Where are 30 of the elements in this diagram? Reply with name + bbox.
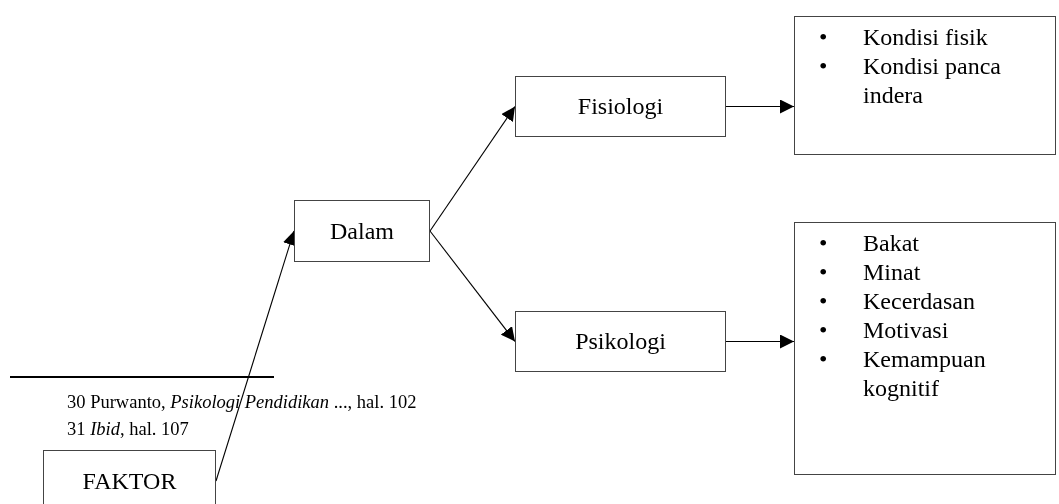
list-item: Kemampuan kognitif bbox=[863, 345, 987, 403]
bullet: • bbox=[819, 258, 829, 287]
process-box bbox=[515, 311, 726, 372]
process-box bbox=[515, 76, 726, 137]
footnote: 31 Ibid, hal. 107 bbox=[67, 419, 189, 440]
list-item: Motivasi bbox=[863, 316, 949, 345]
list-item: Kecerdasan bbox=[863, 287, 975, 316]
arrow bbox=[429, 230, 516, 343]
list-item: Bakat bbox=[863, 229, 919, 258]
bullet: • bbox=[819, 23, 829, 52]
process-box bbox=[294, 200, 430, 262]
node-label: Dalam bbox=[330, 217, 394, 245]
bullet: • bbox=[819, 287, 829, 316]
list-item: Kondisi fisik bbox=[863, 23, 988, 52]
bullet: • bbox=[819, 345, 829, 374]
arrow bbox=[429, 105, 516, 232]
arrow bbox=[725, 334, 795, 349]
footnote: 30 Purwanto, Psikologi Pendidikan ..., hal. 102 bbox=[67, 392, 417, 413]
process-box bbox=[43, 450, 216, 504]
arrow bbox=[725, 99, 795, 114]
node-label: FAKTOR bbox=[82, 467, 177, 495]
list-box bbox=[794, 222, 1056, 475]
node-label: Psikologi bbox=[575, 328, 666, 355]
list-item: Minat bbox=[863, 258, 921, 287]
bullet: • bbox=[819, 52, 829, 81]
bullet: • bbox=[819, 229, 829, 258]
bullet: • bbox=[819, 316, 829, 345]
list-item: Kondisi panca indera bbox=[863, 52, 1002, 110]
list-box bbox=[794, 16, 1056, 155]
node-label: Fisiologi bbox=[577, 93, 664, 120]
